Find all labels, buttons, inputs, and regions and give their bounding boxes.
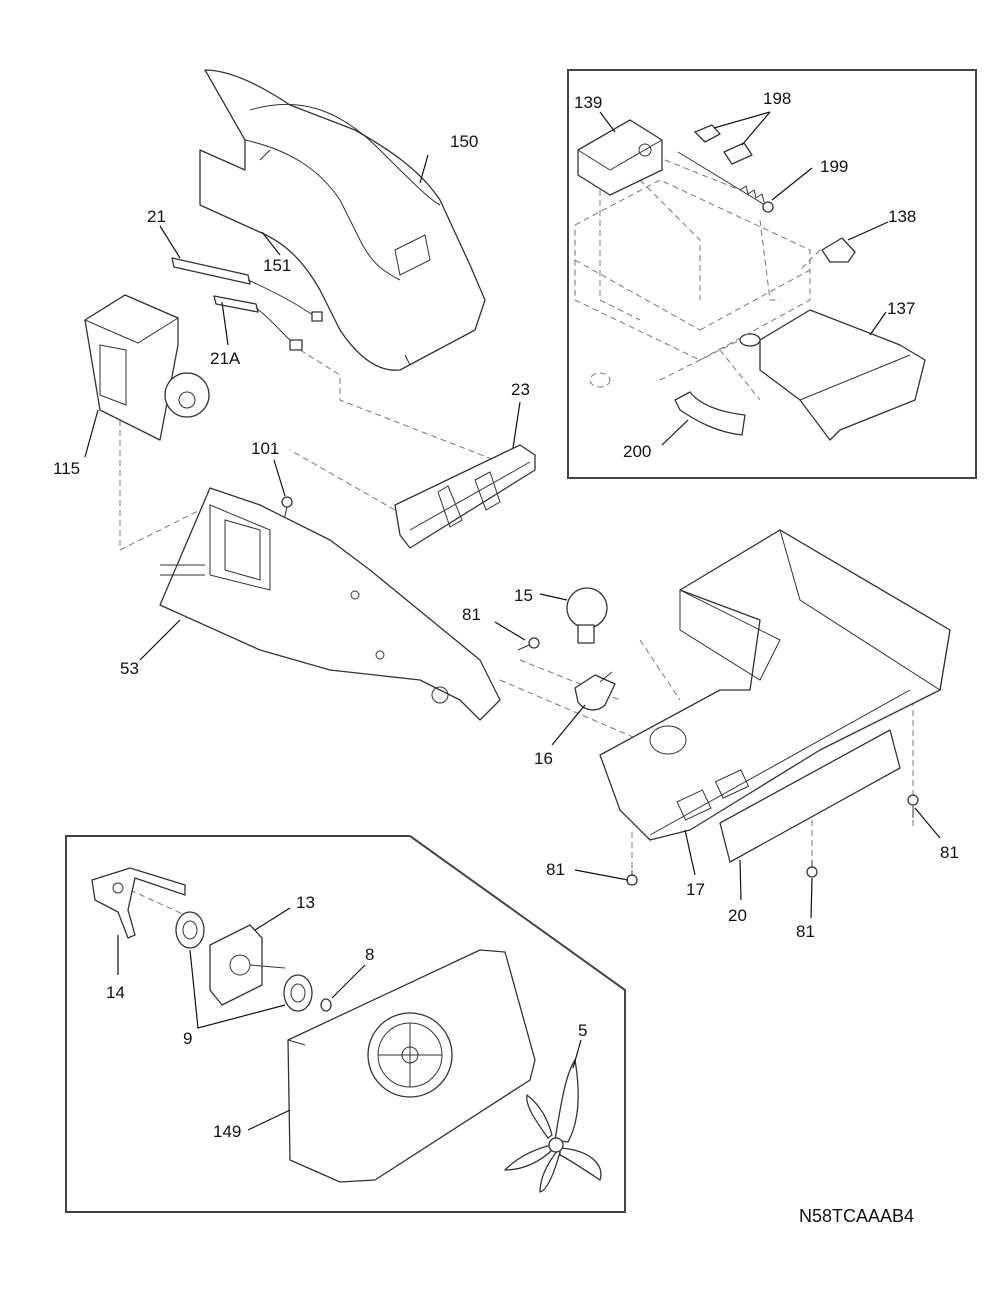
part-200-pad xyxy=(674,391,746,436)
part-150-151-duct-cover xyxy=(199,69,486,371)
callout-13: 13 xyxy=(296,893,315,912)
part-81-screw-right xyxy=(907,794,919,818)
part-53-housing-bracket xyxy=(159,487,501,721)
callout-139: 139 xyxy=(574,93,602,112)
part-5-fan-blade xyxy=(504,1059,602,1193)
part-81-screw-upper xyxy=(517,637,540,651)
assembly-guide-lines xyxy=(119,159,914,1141)
part-115-control-box xyxy=(83,294,210,441)
callout-labels: 150 151 21 21A 115 101 23 53 81 15 16 81… xyxy=(53,89,959,1141)
callout-leaders xyxy=(84,111,941,1131)
callout-149: 149 xyxy=(213,1122,241,1141)
callout-20: 20 xyxy=(728,906,747,925)
callout-137: 137 xyxy=(887,299,915,318)
part-13-fan-motor xyxy=(209,924,286,1006)
part-16-lamp-socket xyxy=(574,671,616,711)
part-138-bracket xyxy=(821,237,856,263)
part-17-dispenser-housing xyxy=(599,528,951,841)
callout-81-lower-mid: 81 xyxy=(796,922,815,941)
part-21-sensor xyxy=(171,257,323,322)
callout-23: 23 xyxy=(511,380,530,399)
callout-14: 14 xyxy=(106,983,125,1002)
callout-81-upper: 81 xyxy=(462,605,481,624)
part-81-screw-lower-left xyxy=(626,870,638,886)
part-199-spring-rod xyxy=(677,151,774,213)
part-81-screw-lower-mid xyxy=(806,860,818,878)
callout-101: 101 xyxy=(251,439,279,458)
part-14-bracket xyxy=(91,867,186,939)
housing-outline-inset xyxy=(574,179,811,388)
part-21A-sensor xyxy=(213,295,303,351)
callout-200: 200 xyxy=(623,442,651,461)
callout-81-lower-left: 81 xyxy=(546,860,565,879)
part-23-control-board xyxy=(394,444,536,549)
diagram-code: N58TCAAAB4 xyxy=(799,1206,914,1226)
callout-151: 151 xyxy=(263,256,291,275)
callout-21A: 21A xyxy=(210,349,241,368)
part-20-trim-strip xyxy=(719,729,901,863)
inset-frame-bottom-left xyxy=(65,835,626,1213)
part-149-fan-shroud xyxy=(287,949,536,1183)
callout-21: 21 xyxy=(147,207,166,226)
callout-138: 138 xyxy=(888,207,916,226)
part-139-switch xyxy=(577,119,663,196)
callout-115: 115 xyxy=(53,459,80,478)
callout-198: 198 xyxy=(763,89,791,108)
callout-17: 17 xyxy=(686,880,705,899)
callout-15: 15 xyxy=(514,586,533,605)
part-198-clips xyxy=(694,124,753,165)
part-9-fan-hub-left xyxy=(175,911,205,949)
callout-5: 5 xyxy=(578,1021,587,1040)
callout-9: 9 xyxy=(183,1029,192,1048)
part-8-washer xyxy=(320,998,332,1012)
inset-frame-top-right xyxy=(567,69,977,479)
callout-150: 150 xyxy=(450,132,478,151)
callout-81-right: 81 xyxy=(940,843,959,862)
part-15-light-bulb xyxy=(566,587,608,644)
callout-16: 16 xyxy=(534,749,553,768)
part-137-door-actuator xyxy=(739,309,926,441)
callout-53: 53 xyxy=(120,659,139,678)
callout-8: 8 xyxy=(365,945,374,964)
callout-199: 199 xyxy=(820,157,848,176)
part-9-fan-hub-right xyxy=(283,974,313,1012)
